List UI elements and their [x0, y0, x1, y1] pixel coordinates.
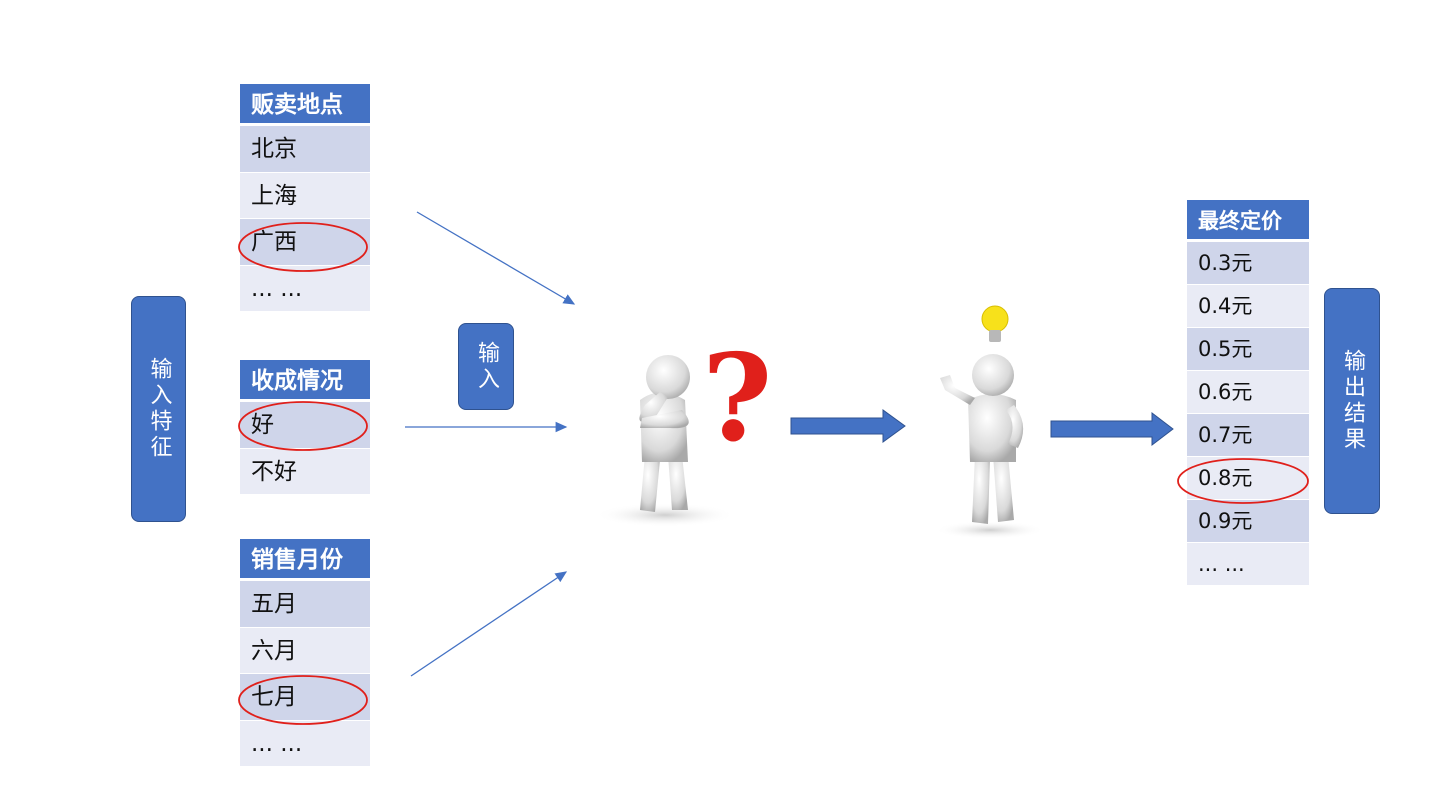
table-row: 不好 — [240, 448, 370, 495]
location-table: 贩卖地点 北京 上海 广西 ... ... — [240, 84, 370, 312]
process-arrow — [1050, 411, 1174, 447]
table-row: 上海 — [240, 172, 370, 219]
table-row: ... ... — [240, 720, 370, 767]
location-table-header: 贩卖地点 — [240, 84, 370, 126]
table-row: 0.6元 — [1187, 371, 1309, 414]
output-result-label: 输出结果 — [1324, 288, 1380, 514]
connector-arrow — [416, 211, 576, 305]
table-row: 0.9元 — [1187, 500, 1309, 543]
table-row: ... ... — [240, 265, 370, 312]
month-table-header: 销售月份 — [240, 539, 370, 581]
table-row: ... ... — [1187, 543, 1309, 586]
table-row: 0.5元 — [1187, 328, 1309, 371]
thinking-person-icon — [595, 355, 735, 527]
table-row: 五月 — [240, 581, 370, 628]
connector-arrow — [410, 571, 568, 677]
table-row: 北京 — [240, 126, 370, 173]
price-table-header: 最终定价 — [1187, 200, 1309, 242]
highlight-ring — [238, 401, 368, 451]
price-table: 最终定价 0.3元 0.4元 0.5元 0.6元 0.7元 0.8元 0.9元 … — [1187, 200, 1309, 586]
question-mark-icon: ? — [702, 328, 772, 469]
idea-person-icon — [935, 354, 1045, 539]
table-row: 六月 — [240, 627, 370, 674]
input-features-label: 输入特征 — [131, 296, 186, 522]
table-row-selected: 七月 — [240, 674, 370, 721]
table-row: 0.3元 — [1187, 242, 1309, 285]
harvest-table-header: 收成情况 — [240, 360, 370, 402]
table-row-selected: 广西 — [240, 219, 370, 266]
month-table: 销售月份 五月 六月 七月 ... ... — [240, 539, 370, 767]
table-row: 0.7元 — [1187, 414, 1309, 457]
table-row: 0.4元 — [1187, 285, 1309, 328]
lightbulb-icon — [981, 305, 1009, 342]
input-label: 输入 — [458, 323, 514, 410]
highlight-ring — [238, 675, 368, 725]
process-arrow — [790, 409, 906, 443]
highlight-ring — [238, 222, 368, 272]
table-row-selected: 0.8元 — [1187, 457, 1309, 500]
highlight-ring — [1177, 458, 1309, 504]
